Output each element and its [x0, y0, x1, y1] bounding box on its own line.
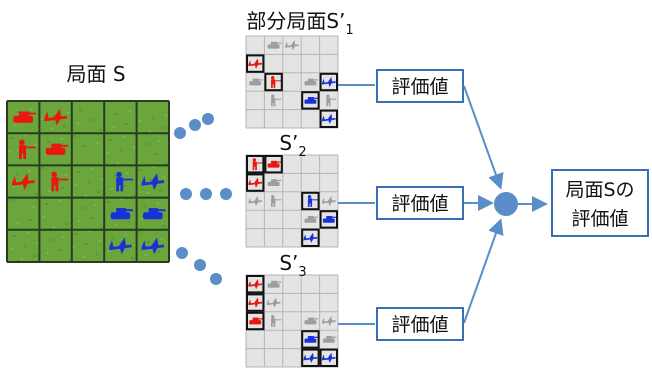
unit-icon [271, 315, 282, 327]
partial-title-3: S’3 [279, 251, 306, 280]
connector-dots-1 [174, 113, 214, 139]
unit-icon [271, 195, 282, 207]
partial-label-subscript: 2 [298, 145, 306, 160]
unit-icon [304, 317, 319, 325]
unit-icon [248, 297, 262, 308]
dot-icon [220, 188, 232, 200]
unit-icon [143, 208, 166, 220]
result-box: 局面Sの 評価値 [551, 169, 649, 237]
unit-icon [304, 336, 319, 343]
unit-icon [109, 237, 132, 255]
dot-icon [189, 119, 201, 131]
arrow-to-merge [463, 218, 504, 324]
unit-icon [141, 173, 164, 190]
partial-label-main: S’ [279, 131, 298, 155]
unit-icon [322, 352, 336, 363]
unit-icon [285, 40, 299, 51]
partial-board-3 [245, 274, 339, 368]
unit-icon [45, 143, 69, 155]
unit-icon [267, 179, 282, 186]
partial-title-2: S’2 [279, 131, 306, 160]
dot-icon [194, 259, 206, 271]
dot-icon [200, 188, 212, 200]
unit-icon [141, 237, 164, 255]
unit-icon [248, 195, 262, 207]
board-label: 局面 S [66, 62, 125, 86]
unit-icon [44, 108, 67, 126]
unit-icon [304, 78, 319, 86]
unit-icon [303, 352, 318, 363]
unit-icon [322, 315, 336, 327]
unit-icon [19, 139, 36, 160]
unit-icon [248, 177, 262, 188]
unit-icon [304, 97, 319, 104]
dot-icon [202, 113, 214, 125]
merge-node-icon [494, 192, 518, 216]
unit-icon [13, 111, 36, 123]
arrow-to-merge [463, 85, 504, 190]
result-label-line1: 局面Sの [565, 179, 634, 201]
dot-icon [210, 273, 222, 285]
unit-icon [307, 195, 319, 207]
unit-icon [271, 76, 282, 88]
unit-icon [249, 317, 263, 325]
eval-box-3: 評価値 [376, 307, 464, 341]
unit-icon [51, 171, 69, 192]
unit-icon [248, 279, 262, 290]
unit-icon [322, 216, 337, 223]
unit-icon [303, 232, 318, 243]
unit-icon [248, 58, 262, 69]
dot-icon [180, 188, 192, 200]
unit-icon [267, 280, 282, 288]
eval-box-1: 評価値 [376, 69, 464, 103]
dot-icon [176, 247, 188, 259]
unit-icon [116, 171, 133, 192]
dot-icon [174, 127, 186, 139]
unit-icon [322, 113, 336, 124]
eval-label: 評価値 [391, 193, 448, 215]
unit-icon [12, 173, 35, 190]
unit-icon [249, 78, 263, 86]
partial-board-2 [245, 154, 339, 248]
unit-icon [267, 41, 282, 49]
partial-title-subscript: 1 [345, 23, 353, 38]
partial-label-subscript: 3 [298, 265, 306, 280]
connector-dots-2 [180, 188, 232, 200]
partial-title-main: 部分局面S’ [246, 9, 345, 33]
connector-dots-3 [176, 247, 222, 285]
unit-icon [266, 297, 281, 308]
unit-icon [322, 76, 336, 88]
unit-icon [304, 216, 319, 223]
partial-title-1: 部分局面S’1 [246, 9, 353, 38]
eval-box-2: 評価値 [376, 186, 464, 220]
unit-icon [110, 208, 133, 220]
partial-board-1 [245, 35, 339, 129]
unit-icon [252, 158, 263, 171]
partial-label-main: S’ [279, 251, 298, 275]
unit-icon [271, 94, 282, 107]
eval-label: 評価値 [391, 314, 448, 336]
result-label-line2: 評価値 [571, 208, 628, 230]
unit-icon [326, 94, 337, 107]
eval-label: 評価値 [391, 76, 448, 98]
board-s [6, 100, 170, 263]
unit-icon [322, 195, 336, 207]
unit-icon [267, 160, 282, 168]
unit-icon [322, 336, 337, 343]
